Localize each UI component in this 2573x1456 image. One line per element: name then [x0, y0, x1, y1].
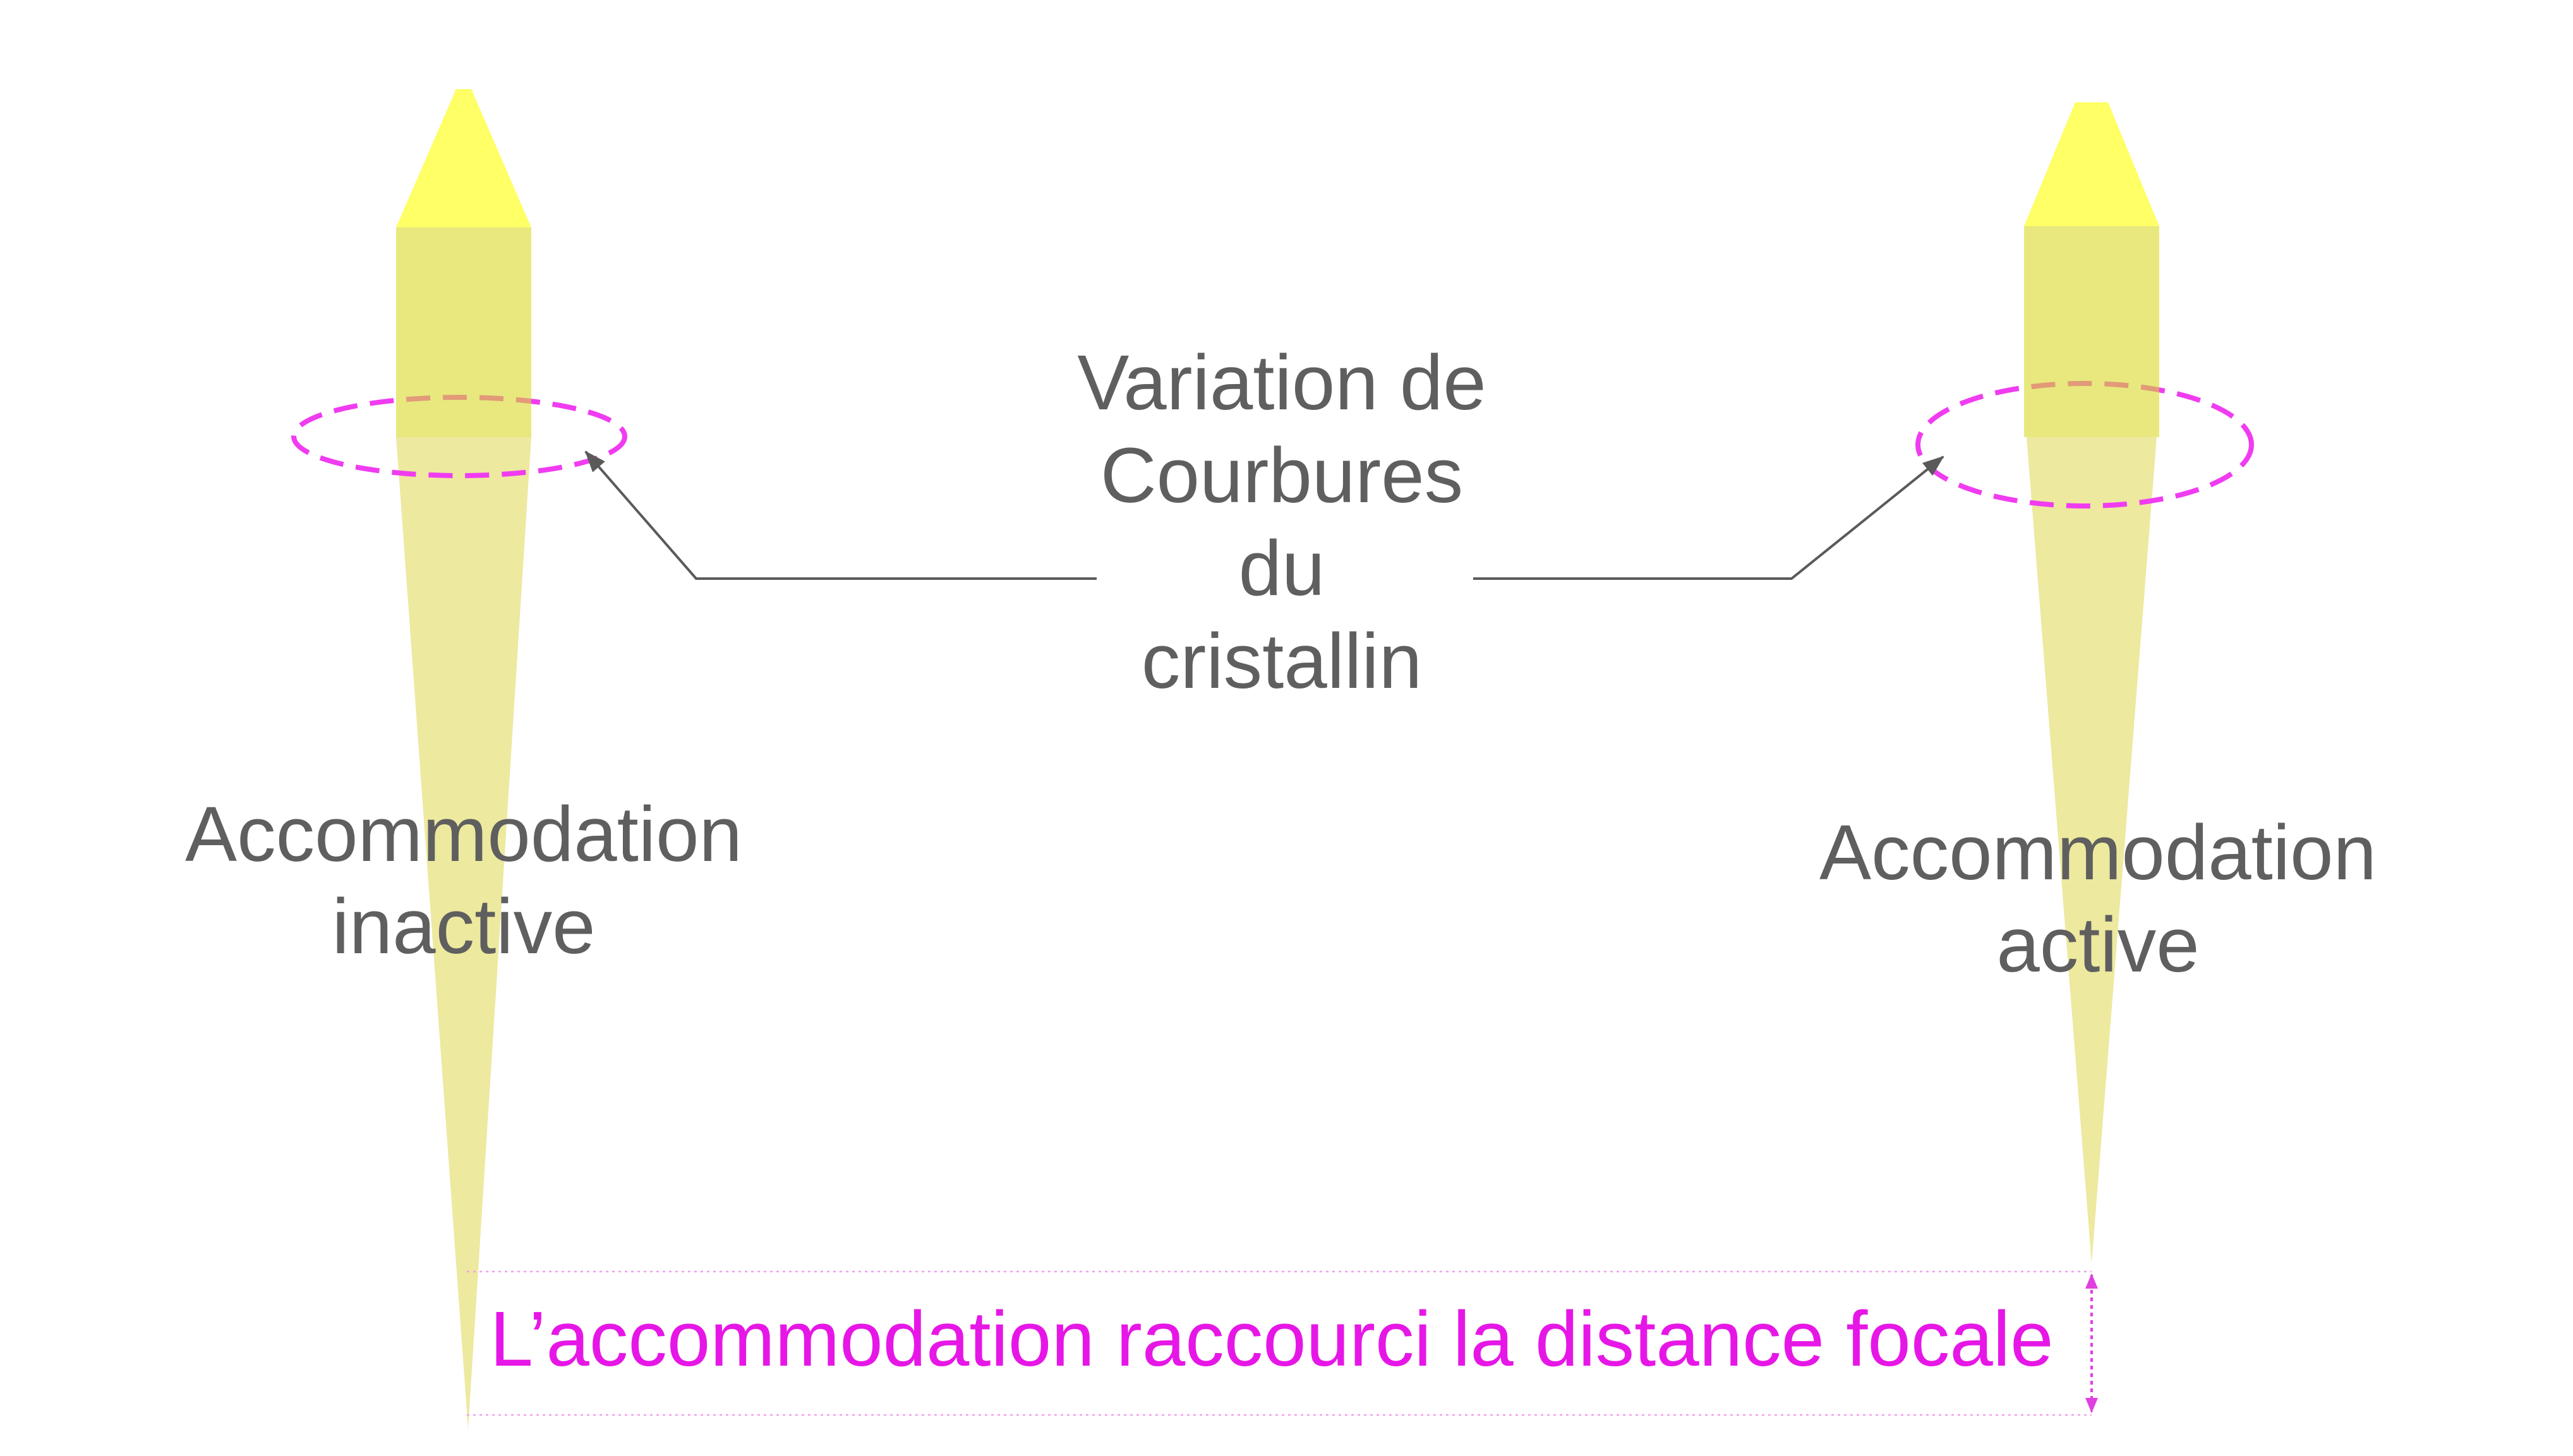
- right-label-line-1: Accommodation: [1819, 810, 2377, 896]
- center-label: Variation de Courbures du cristallin: [1077, 340, 1486, 705]
- right-lens-tip: [2024, 102, 2159, 226]
- left-label-line-2: inactive: [332, 884, 595, 970]
- left-lens-body: [396, 227, 531, 437]
- left-focal-cone: [396, 437, 531, 1429]
- right-lens-body: [2024, 226, 2159, 437]
- right-connector-arrow: [1473, 455, 1944, 580]
- right-focal-cone: [2027, 437, 2157, 1263]
- left-connector-arrow: [584, 450, 1097, 580]
- center-label-line-4: cristallin: [1142, 618, 1422, 705]
- right-lens-figure: [1915, 102, 2254, 1263]
- right-label: Accommodation active: [1819, 810, 2377, 989]
- center-label-line-1: Variation de: [1077, 340, 1486, 426]
- left-label-line-1: Accommodation: [185, 791, 742, 878]
- left-lens-figure: [291, 89, 627, 1429]
- caption: L’accommodation raccourci la distance fo…: [490, 1296, 2054, 1383]
- center-label-line-3: du: [1239, 526, 1325, 612]
- left-label: Accommodation inactive: [185, 791, 742, 970]
- center-label-line-2: Courbures: [1100, 433, 1463, 519]
- right-label-line-2: active: [1996, 902, 2199, 989]
- left-lens-tip: [396, 89, 531, 227]
